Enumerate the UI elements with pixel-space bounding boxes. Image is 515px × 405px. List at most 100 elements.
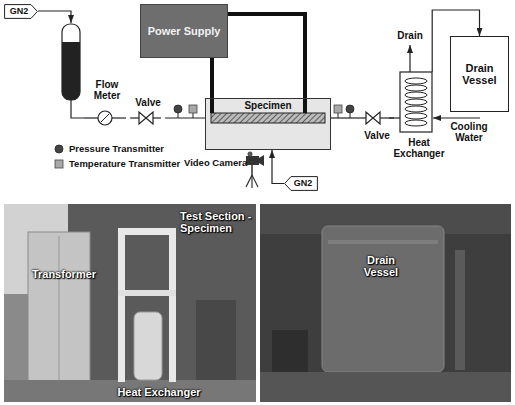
legend-entry: Temperature Transmitter [54, 159, 180, 169]
node-text: Drain Vessel [451, 61, 508, 87]
photo-label: Transformer [22, 268, 106, 280]
supply-vessel [62, 24, 80, 100]
photo-left [118, 232, 125, 382]
photo-label: Drain Vessel [350, 254, 412, 278]
photo-left [4, 380, 256, 402]
video-camera-icon [252, 175, 258, 187]
photo-label: Heat Exchanger [104, 386, 214, 398]
photo-left [134, 312, 162, 380]
test-chamber [205, 98, 331, 150]
test-chamber [303, 98, 307, 113]
tag-outline [285, 177, 318, 191]
valve-symbol [139, 112, 380, 124]
photo-left [118, 290, 176, 296]
flow-meter-symbol [98, 111, 112, 125]
camera-label: Video Camera [184, 158, 244, 168]
photo-left [4, 204, 256, 402]
pipe-connector [272, 150, 284, 184]
photo-right [272, 330, 308, 372]
temperature-transmitter-symbol [189, 105, 197, 113]
flow-label: Drain [395, 30, 425, 41]
gn2-supply-line [38, 11, 71, 23]
photo-left [4, 204, 256, 402]
pipe-connector [130, 117, 131, 118]
video-camera-icon [259, 155, 264, 166]
temperature-transmitter-symbol [334, 105, 342, 113]
gas-tag: GN2 [284, 176, 318, 191]
node-text: Specimen [242, 99, 293, 112]
photo-right [455, 250, 465, 370]
power-cable [210, 58, 214, 98]
heat-exchanger-symbol [400, 72, 432, 132]
valve-symbol [366, 112, 373, 124]
pipe-connector [331, 117, 360, 118]
node-text: Power Supply [146, 24, 223, 38]
photo-right [322, 226, 444, 372]
photo-left [118, 228, 176, 235]
test-chamber [205, 98, 331, 150]
pipe-line [380, 117, 389, 118]
power-cable [228, 14, 305, 98]
pipe-line [112, 117, 126, 118]
photo-right [328, 240, 438, 244]
test-chamber [211, 113, 325, 123]
video-camera-icon [248, 152, 253, 157]
tag-outline [5, 5, 38, 19]
test-chamber [210, 98, 214, 113]
power-supply-box: Power Supply [140, 4, 228, 58]
video-camera-icon [251, 165, 253, 175]
flow-meter: Flow Meter [84, 78, 130, 126]
flow-label: Cooling Water [444, 121, 494, 143]
photo-left [59, 236, 60, 380]
gas-tag: GN2 [4, 4, 38, 19]
photo-left [196, 300, 236, 380]
legend-swatch [54, 159, 64, 169]
photo-left [28, 232, 90, 384]
flow-meter-symbol [101, 114, 109, 122]
valve: Valve [360, 110, 394, 142]
photo-left [169, 232, 176, 382]
temperature-transmitter-symbol [338, 113, 339, 118]
heat-exchanger-symbol [405, 78, 427, 84]
photo-right [260, 204, 511, 402]
video-camera-icon [246, 152, 264, 189]
pipe-line [360, 117, 366, 118]
legend-text: Pressure Transmitter [69, 144, 164, 154]
node-text: GN2 [290, 179, 313, 189]
node-text: Heat Exchanger [389, 136, 449, 160]
valve: Valve [131, 96, 165, 126]
test-chamber-box: Specimen [205, 98, 331, 150]
node-text: GN2 [10, 7, 33, 17]
photo-right [260, 204, 511, 402]
pipe-line [389, 117, 400, 118]
heat-exchanger-symbol [405, 106, 427, 112]
heat-exchanger-symbol [400, 72, 432, 132]
node-text: Valve [362, 129, 392, 142]
pipe-line [71, 100, 84, 118]
temperature-transmitter-symbol [193, 113, 194, 118]
photo-left [4, 294, 28, 380]
node-text: Valve [133, 96, 163, 109]
pressure-transmitter-symbol [346, 105, 354, 113]
pipe-line [131, 117, 139, 118]
heat-exchanger-symbol [405, 99, 427, 105]
flow-meter-symbol [98, 111, 112, 125]
video-camera-icon [246, 156, 259, 165]
legend-swatch [55, 145, 63, 153]
heat-exchanger: Heat Exchanger [389, 72, 449, 160]
legend-swatch [54, 144, 64, 154]
flow-arrow [433, 117, 480, 118]
heat-exchanger-symbol [405, 92, 427, 98]
legend-swatch [55, 160, 63, 168]
pipe-line [153, 117, 161, 118]
valve-symbol [373, 112, 380, 124]
valve-symbol [139, 112, 146, 124]
supply-vessel [62, 42, 80, 54]
supply-vessel [62, 42, 80, 100]
video-camera-icon [246, 175, 252, 187]
supply-vessel [62, 24, 80, 100]
node-text: Flow Meter [84, 78, 130, 102]
flow-arrow [409, 45, 410, 72]
legend-text: Temperature Transmitter [69, 159, 180, 169]
